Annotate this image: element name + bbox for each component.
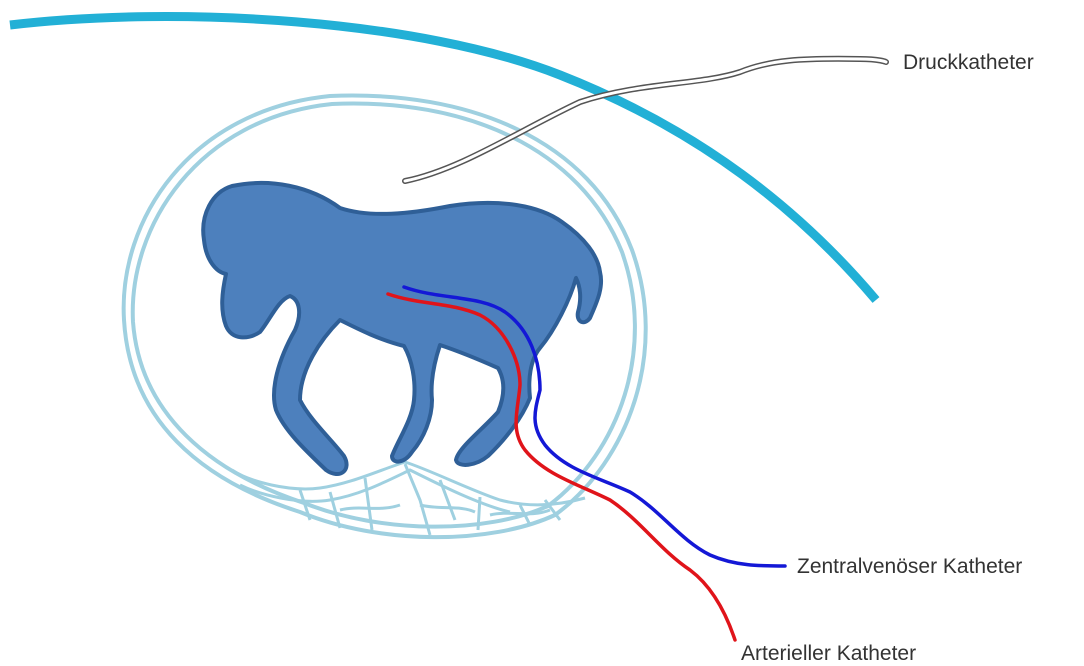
label-arterial-catheter: Arterieller Katheter [741,642,916,665]
label-pressure-catheter: Druckkatheter [903,51,1034,74]
fetus-silhouette [203,183,601,474]
pressure-catheter [405,59,886,181]
label-central-venous-catheter: Zentralvenöser Katheter [797,555,1022,578]
